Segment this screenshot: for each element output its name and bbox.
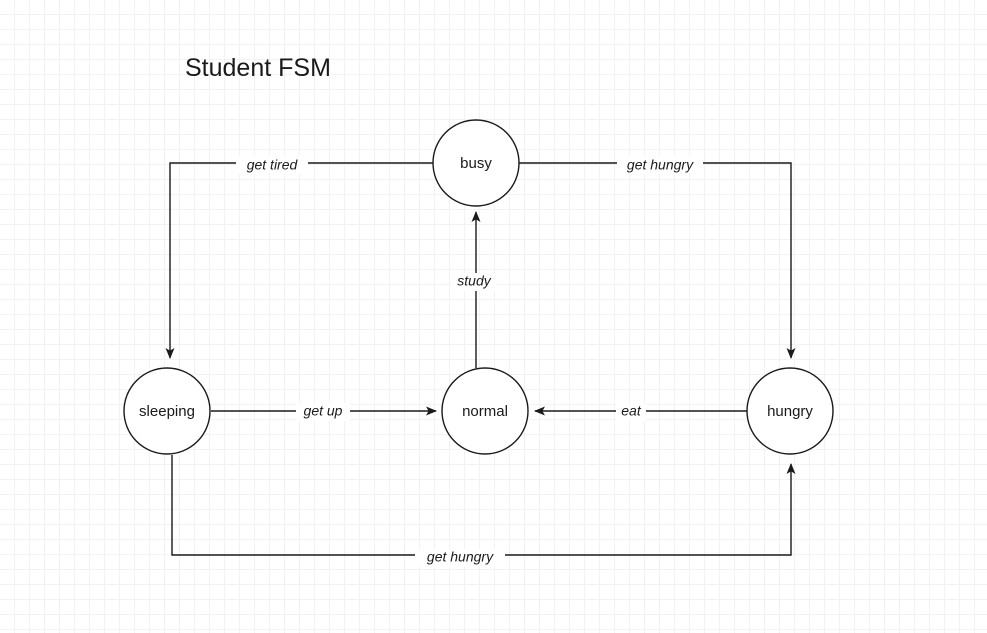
edge-label-bg-study xyxy=(451,273,497,291)
node-label-sleeping: sleeping xyxy=(139,403,195,420)
edge-line-busy-to-sleeping xyxy=(165,162,433,359)
edge-busy-to-sleeping[interactable]: get tired xyxy=(165,156,433,359)
edge-label-bg-get-tired xyxy=(236,156,308,174)
edge-label-get-hungry-top: get hungry xyxy=(627,157,694,173)
edge-label-get-tired: get tired xyxy=(247,157,299,173)
node-circle-sleeping xyxy=(123,367,211,455)
node-busy[interactable]: busy xyxy=(432,119,520,207)
page-title: Student FSM xyxy=(185,54,331,82)
edge-label-bg-get-hungry-bottom xyxy=(415,549,505,567)
edge-sleeping-to-hungry[interactable]: get hungry xyxy=(171,455,796,567)
edge-hungry-to-normal[interactable]: eat xyxy=(534,403,747,421)
edge-label-get-hungry-bottom: get hungry xyxy=(427,549,494,565)
edge-label-study: study xyxy=(457,273,491,289)
node-circle-normal xyxy=(441,367,529,455)
edge-label-get-up: get up xyxy=(304,403,343,419)
edge-busy-to-hungry[interactable]: get hungry xyxy=(519,156,796,359)
edge-label-bg-get-hungry-top xyxy=(617,156,703,174)
node-label-hungry: hungry xyxy=(767,403,813,420)
edge-label-bg-eat xyxy=(616,403,646,421)
node-normal[interactable]: normal xyxy=(441,367,529,455)
edge-label-eat: eat xyxy=(621,403,642,419)
edge-sleeping-to-normal[interactable]: get up xyxy=(211,403,437,421)
node-circle-busy xyxy=(432,119,520,207)
edge-normal-to-busy[interactable]: study xyxy=(451,211,497,368)
node-circle-hungry xyxy=(746,367,834,455)
node-hungry[interactable]: hungry xyxy=(746,367,834,455)
node-sleeping[interactable]: sleeping xyxy=(123,367,211,455)
node-label-busy: busy xyxy=(460,155,492,172)
edge-label-bg-get-up xyxy=(296,403,350,421)
edge-line-busy-to-hungry xyxy=(519,162,796,359)
edge-line-sleeping-to-hungry xyxy=(171,455,796,556)
node-label-normal: normal xyxy=(462,403,508,420)
